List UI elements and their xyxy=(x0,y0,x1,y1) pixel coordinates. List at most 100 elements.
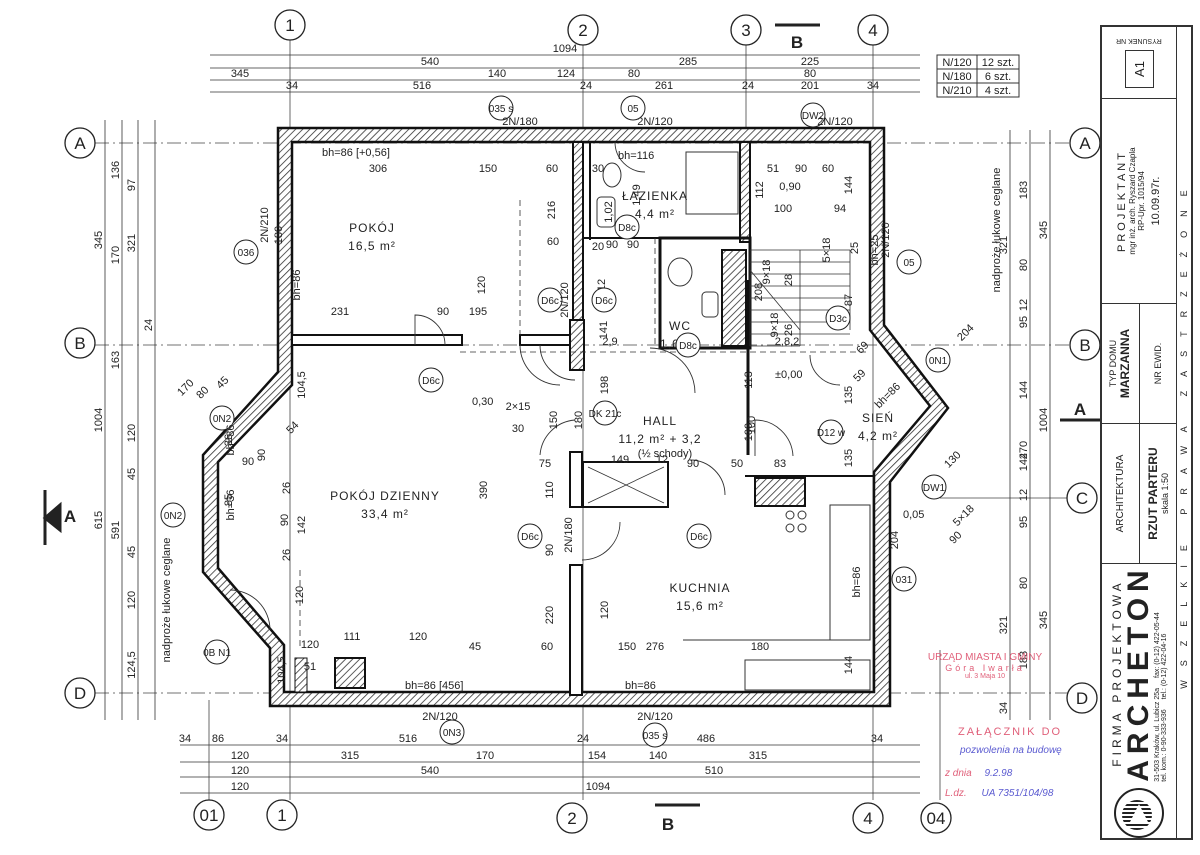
grid-axis-bubble xyxy=(1066,682,1098,714)
dimension-label: 34 xyxy=(871,733,883,745)
door-tag: DW1 xyxy=(923,483,946,494)
room-area: 16,5 m² xyxy=(348,239,396,253)
dimension-label: 20 xyxy=(592,241,604,253)
dimension-label: 149 xyxy=(611,454,629,466)
door-tag-circle xyxy=(800,102,826,128)
dimension-label: 136 xyxy=(110,161,122,179)
archeton-logo xyxy=(1114,787,1164,838)
dimension-label: 90 xyxy=(437,306,449,318)
dimension-label: 183 xyxy=(1018,651,1030,669)
door-tag-circle xyxy=(891,566,917,592)
grid-axis-bubble xyxy=(193,799,225,831)
dimension-label: 204 xyxy=(889,531,901,549)
room-area: 4,4 m² xyxy=(635,207,675,221)
reg-no-label: NR EWID. xyxy=(1152,342,1163,385)
grid-axis-label: 3 xyxy=(741,21,750,40)
plan-annotation: bh=86 [456] xyxy=(405,680,463,692)
stamp-ref-row: L.dz. UA 7351/104/98 xyxy=(945,788,1053,799)
plan-annotation: bh=86 xyxy=(851,567,863,598)
dimension-label: 100 xyxy=(743,423,755,441)
dimension-label: 163 xyxy=(110,351,122,369)
house-type: MARZANNA xyxy=(1118,328,1133,399)
door-tag-circle xyxy=(592,400,618,426)
door-tag-circle xyxy=(209,405,235,431)
dimension-lines xyxy=(104,54,1051,794)
house-type-label: TYP DOMU xyxy=(1108,339,1119,388)
plan-annotation: 0,30 xyxy=(472,396,493,408)
dimension-label: 34 xyxy=(867,80,879,92)
dimension-label: 120 xyxy=(231,781,249,793)
window-count: 4 szt. xyxy=(985,85,1011,97)
window-type: N/120 xyxy=(942,57,971,69)
grid-axis-bubble xyxy=(556,802,588,834)
room-name: HALL xyxy=(643,414,677,428)
window-count: 12 szt. xyxy=(982,57,1014,69)
grid-axis-label: 2 xyxy=(578,21,587,40)
dimension-label: 34 xyxy=(286,80,298,92)
dimension-label: 276 xyxy=(646,641,664,653)
dimension-label: 120 xyxy=(301,639,319,651)
dimension-label: 83 xyxy=(774,458,786,470)
grid-axis-label: B xyxy=(74,334,85,353)
firm-tel: tel.: (0-12) 422-04-16 xyxy=(1161,633,1168,700)
plan-annotation: bh=86 xyxy=(625,680,656,692)
grid-axis-bubble xyxy=(1066,482,1098,514)
room-name: POKÓJ DZIENNY xyxy=(330,488,440,503)
dimension-label: 34 xyxy=(998,702,1010,714)
plan-annotation: bh=116 xyxy=(618,150,654,162)
grid-axis-label: 04 xyxy=(927,809,946,828)
dimension-label: 195 xyxy=(469,306,487,318)
dimension-label: 225 xyxy=(801,56,819,68)
plan-annotation: 30 xyxy=(512,423,524,435)
plan-annotation: 2N/180 xyxy=(502,116,537,128)
dimension-label: 321 xyxy=(998,616,1010,634)
dimension-label: 170 xyxy=(175,377,196,398)
door-tag-circle xyxy=(233,239,259,265)
grid-axis-bubble xyxy=(567,14,599,46)
drawing-title: RZUT PARTERU xyxy=(1145,447,1160,540)
door-tag-circle xyxy=(896,249,922,275)
drawing-date: 10.09.97r. xyxy=(1150,176,1162,226)
door-tag-circle xyxy=(160,502,186,528)
room-name: SIEŃ xyxy=(862,410,894,425)
office-line-2: Góra Iwarła xyxy=(945,663,1025,673)
door-tag-circle xyxy=(418,367,444,393)
door-tag: D6c xyxy=(422,376,440,387)
dimension-label: 90 xyxy=(687,458,699,470)
door-tag: D6c xyxy=(690,532,708,543)
dimension-label: 24 xyxy=(577,733,589,745)
designer-license: RP-Upr. 1015/94 xyxy=(1137,171,1146,231)
door-tag-circle xyxy=(642,722,668,748)
dimension-label: 170 xyxy=(110,246,122,264)
room-name: POKÓJ xyxy=(349,220,395,235)
dimension-label: 60 xyxy=(822,163,834,175)
door-tag-circle xyxy=(818,419,844,445)
dimension-label: 615 xyxy=(93,511,105,529)
dimension-label: 170 xyxy=(476,750,494,762)
plan-annotation: 2N/120 xyxy=(559,282,571,317)
dimension-label: 60 xyxy=(541,641,553,653)
dimension-label: 130 xyxy=(942,449,963,470)
handwritten-ref: UA 7351/104/98 xyxy=(981,788,1054,799)
dimension-label: 120 xyxy=(231,765,249,777)
dimension-label: 26 xyxy=(783,324,795,336)
dashed-lines xyxy=(299,200,870,650)
dimension-label: 90 xyxy=(606,239,618,251)
dimension-label: 100 xyxy=(774,203,792,215)
dimension-label: 2,9 xyxy=(602,336,617,348)
dimension-label: 1094 xyxy=(553,43,577,55)
door-tag: DW2 xyxy=(802,111,825,122)
date-label: z dnia xyxy=(945,768,972,779)
designer-label: PROJEKTANT xyxy=(1116,150,1128,252)
dimension-label: 180 xyxy=(273,226,285,244)
plan-annotation: 5×18 xyxy=(951,503,977,529)
dimension-label: 80 xyxy=(194,384,211,401)
grid-axis-bubble xyxy=(64,677,96,709)
dimension-label: 140 xyxy=(488,68,506,80)
grid-axis-bubble xyxy=(857,14,889,46)
door-tag: D6c xyxy=(541,296,559,307)
dimension-label: 144 xyxy=(843,176,855,194)
grid-axis-label: 4 xyxy=(868,21,877,40)
door-tag-circle xyxy=(439,719,465,745)
